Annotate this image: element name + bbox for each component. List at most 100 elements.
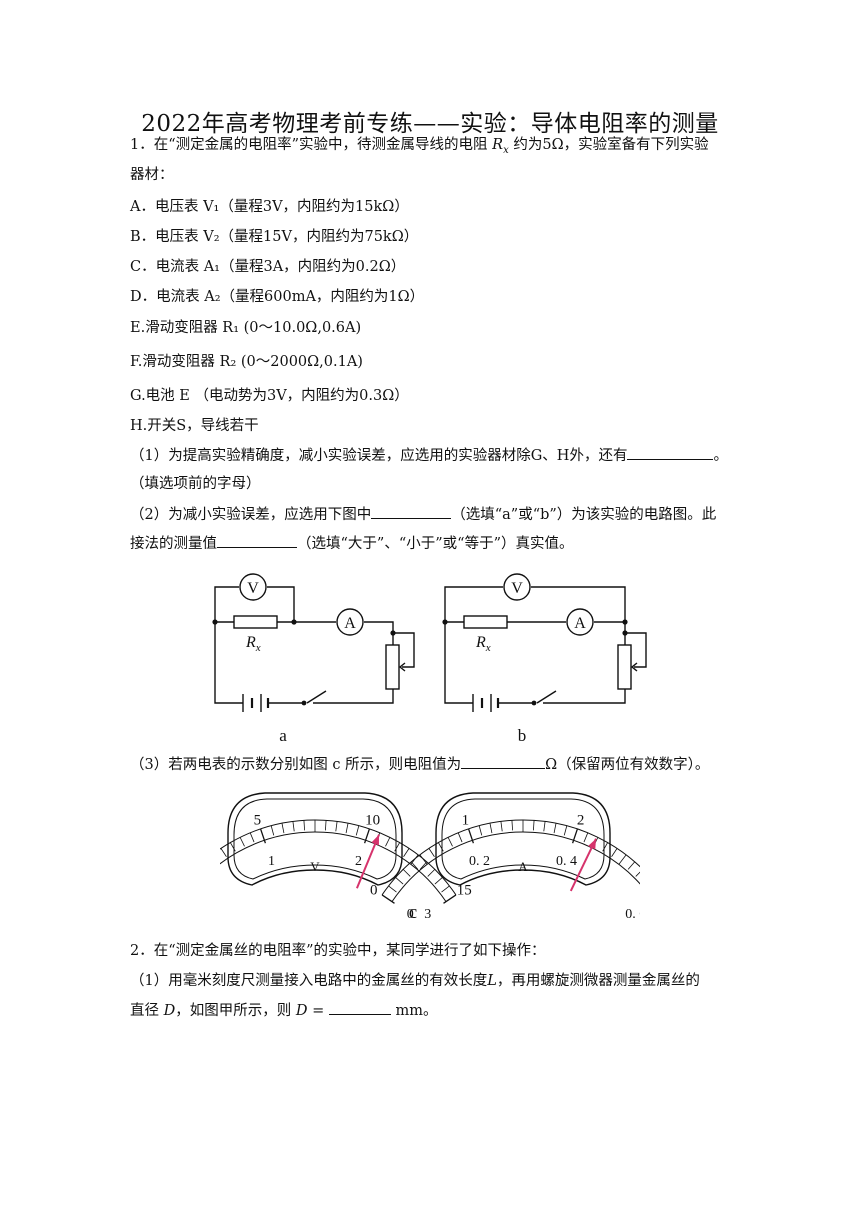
q1-stem-sub: x (503, 144, 509, 156)
ammeter-tick (602, 842, 609, 852)
ammeter-outer-label: 0 (370, 882, 378, 898)
voltmeter-inner-label: 1 (268, 854, 275, 869)
q1-stem-text-a: 1．在“测定金属的电阻率”实验中，待测金属导线的电阻 (130, 137, 488, 153)
q1-option-a: A．电压表 V₁（量程3V，内阻约为15kΩ） (130, 199, 409, 215)
circuit-b-switch-pivot (531, 700, 537, 706)
q1-stem-var: R (492, 137, 504, 153)
ammeter-inner-label: 0. 4 (556, 854, 577, 869)
ammeter-outer-label: 2 (577, 812, 585, 828)
q1-part1-text-b: 。 (713, 448, 728, 464)
q1-part2-answer-blank-1[interactable] (371, 504, 452, 519)
circuit-a-resistor (233, 615, 278, 629)
circuit-b-resistor (463, 615, 508, 629)
circuit-b-voltmeter-label: V (511, 580, 523, 597)
voltmeter-tick (220, 848, 227, 857)
ammeter-tick (571, 828, 579, 844)
circuit-b-junction-left (442, 619, 448, 625)
voltmeter-tick (403, 848, 410, 857)
q2-part1-equals: = (312, 1003, 325, 1019)
circuit-a-junction-right (291, 619, 297, 625)
ammeter-tick (553, 823, 557, 834)
voltmeter-tick (355, 825, 360, 836)
q1-part2-text-a: （2）为减小实验误差，应选用下图中 (130, 507, 372, 523)
q2-part1-text-a: （1）用毫米刻度尺测量接入电路中的金属丝的有效长度 (130, 973, 488, 989)
circuit-a-voltmeter-label: V (247, 580, 259, 597)
voltmeter-case (227, 792, 403, 886)
ammeter-tick (437, 842, 444, 852)
circuit-b-caption: b (518, 726, 527, 745)
q2-part1-text-c: 直径 (130, 1003, 159, 1019)
circuit-a-voltmeter (239, 573, 267, 601)
circuit-a (214, 586, 415, 712)
circuit-diagrams: V A V A Rx Rx a b (212, 573, 647, 745)
ammeter-tick (428, 848, 435, 857)
ammeter-tick (419, 854, 428, 865)
ammeter-tick (533, 820, 535, 831)
q1-part1-answer-blank[interactable] (627, 445, 714, 460)
voltmeter-inner-label: 2 (355, 854, 362, 869)
ammeter-tick (457, 832, 463, 843)
voltmeter-tick (345, 823, 349, 834)
circuit-b-resistor-label: Rx (475, 634, 491, 654)
q1-part3-text-a: （3）若两电表的示数分别如图 c 所示，则电阻值为 (130, 757, 462, 773)
q1-part3-answer-blank[interactable] (461, 754, 546, 769)
voltmeter-tick (335, 821, 338, 832)
q1-option-c: C．电流表 A₁（量程3A，内阻约为0.2Ω） (130, 259, 406, 275)
q1-part1-line1: （1）为提高实验精确度，减小实验误差，应选用的实验器材除G、H外，还有 。 (130, 445, 728, 466)
meter-figure-caption: c (409, 902, 417, 923)
q1-option-b: B．电压表 V₂（量程15V，内阻约为75kΩ） (130, 229, 419, 245)
ammeter-tick (500, 821, 503, 832)
voltmeter-tick (443, 894, 457, 904)
circuit-b-ammeter (566, 608, 594, 636)
q2-part1-line1: （1）用毫米刻度尺测量接入电路中的金属丝的有效长度L，再用螺旋测微器测量金属丝的 (130, 971, 700, 991)
circuit-a-switch-pivot (301, 700, 307, 706)
voltmeter-tick (292, 821, 295, 832)
voltmeter-outer-label: 10 (365, 812, 380, 828)
ammeter-tick (411, 861, 419, 870)
q1-part2-line2: 接法的测量值 （选填“大于”、“小于”或“等于”）真实值。 (130, 533, 573, 554)
q1-part2-answer-blank-2[interactable] (217, 533, 297, 548)
ammeter-needle-head (588, 838, 597, 850)
ammeter-tick (388, 885, 397, 893)
voltmeter-tick (394, 842, 401, 852)
voltmeter-tick (385, 837, 391, 847)
circuit-b-voltmeter (503, 573, 531, 601)
ammeter-tick (402, 869, 411, 877)
ammeter-scale-arc-inner (391, 831, 640, 902)
q1-part2-text-d: （选填“大于”、“小于”或“等于”）真实值。 (297, 536, 574, 552)
circuit-a-ammeter (336, 608, 364, 636)
voltmeter-tick (303, 820, 305, 831)
voltmeter-inner-label: 3 (424, 907, 431, 922)
ammeter-inner-label: 0 (407, 907, 414, 922)
q2-part1-var-d: D (163, 1003, 176, 1019)
circuit-b-rheostat (617, 644, 632, 690)
ammeter-tick (635, 871, 640, 877)
ammeter-tick (618, 854, 627, 865)
q2-part1-answer-blank[interactable] (328, 1000, 391, 1015)
circuit-a-junction-left (212, 619, 218, 625)
circuit-b-junction-right (622, 619, 628, 625)
q1-option-d: D．电流表 A₂（量程600mA，内阻约为1Ω） (130, 289, 425, 305)
voltmeter-tick (325, 820, 327, 831)
ammeter-inner-label: 0. 2 (469, 854, 490, 869)
q1-part2-text-c: 接法的测量值 (130, 536, 217, 552)
q1-part1-line2: （填选项前的字母） (130, 476, 261, 492)
voltmeter-needle-head (371, 834, 380, 846)
ammeter-tick (627, 861, 635, 870)
meter-dials-figure: 0510150123V 012300. 20. 40. 6A c (220, 792, 640, 923)
voltmeter-outer-label: 15 (457, 882, 472, 898)
voltmeter-tick (363, 828, 371, 844)
ammeter-tick (563, 825, 568, 836)
q1-stem-line2: 器材： (130, 167, 174, 183)
ammeter-tick (511, 820, 513, 831)
ammeter-tick (381, 894, 395, 904)
voltmeter-scale-arc-inner (220, 831, 447, 902)
circuit-a-caption: a (279, 726, 287, 745)
voltmeter-dial: 0510150123V (220, 792, 472, 922)
voltmeter-tick (249, 832, 255, 843)
q1-part1-text-a: （1）为提高实验精确度，减小实验误差，应选用的实验器材除G、H外，还有 (130, 448, 628, 464)
voltmeter-tick (259, 828, 267, 844)
ammeter-dial: 012300. 20. 40. 6A (370, 792, 640, 922)
q1-option-g: G.电池 E （电动势为3V，内阻约为0.3Ω） (130, 388, 409, 404)
